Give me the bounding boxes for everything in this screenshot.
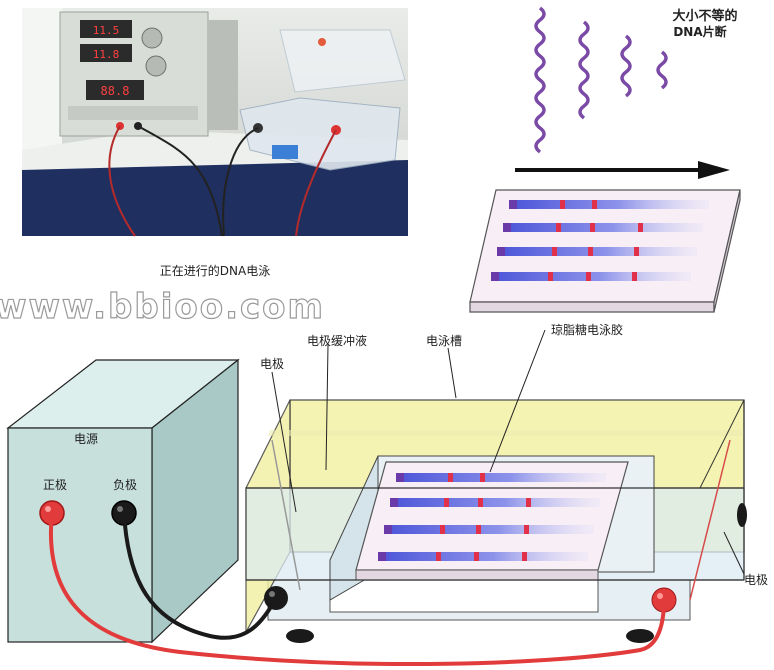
tank-gel-lane-1 [396,473,606,482]
left-electrode-wire [271,439,301,591]
power-label: 电源 [74,432,98,446]
photo-gel-tank [239,29,406,171]
right-electrode-wire [689,439,731,601]
tank-label: 电泳槽 [426,334,462,348]
dna-fragments: 大小不等的 DNA片断 [534,6,738,154]
gel-lane-4 [491,272,691,281]
tank-gel-lane-2 [390,498,600,507]
buffer-label: 电极缓冲液 [307,333,367,348]
gel-lane-2 [503,223,703,232]
fragments-label-line1: 大小不等的 [672,8,737,24]
positive-label: 正极 [43,478,67,492]
dna-helix-4 [656,50,668,90]
power-supply-box: 电源 正极 负极 [6,358,240,644]
electrophoresis-photo: 11.5 11.8 88.8 [22,8,408,237]
photo-caption: 正在进行的DNA电泳 [160,263,270,278]
tank-gel-lane-3 [384,525,594,534]
negative-label: 负极 [113,478,137,492]
watermark: www.bbioo.com [0,287,325,327]
gel-lane-3 [497,247,697,256]
dna-helix-1 [534,6,546,154]
device-display-3: 88.8 [101,84,130,98]
gel-lane-1 [509,200,709,209]
negative-cable [122,512,278,640]
dna-helix-3 [620,34,632,98]
tank-gel-lane-4 [378,552,588,561]
electrophoresis-tank [245,399,747,643]
power-supply-device: 11.5 11.8 88.8 [59,11,238,137]
left-electrode-label: 电极 [260,357,284,371]
agarose-gel-slab [469,189,741,313]
migration-arrow [515,161,730,179]
dna-helix-2 [578,20,590,120]
device-display-2: 11.8 [93,48,120,61]
positive-cable [49,512,666,666]
label-leaders [271,329,745,575]
right-electrode-label: 电极 [744,573,768,587]
device-display-1: 11.5 [93,24,120,37]
gel-label: 琼脂糖电泳胶 [551,322,623,337]
fragments-label-line2: DNA片断 [673,24,726,39]
